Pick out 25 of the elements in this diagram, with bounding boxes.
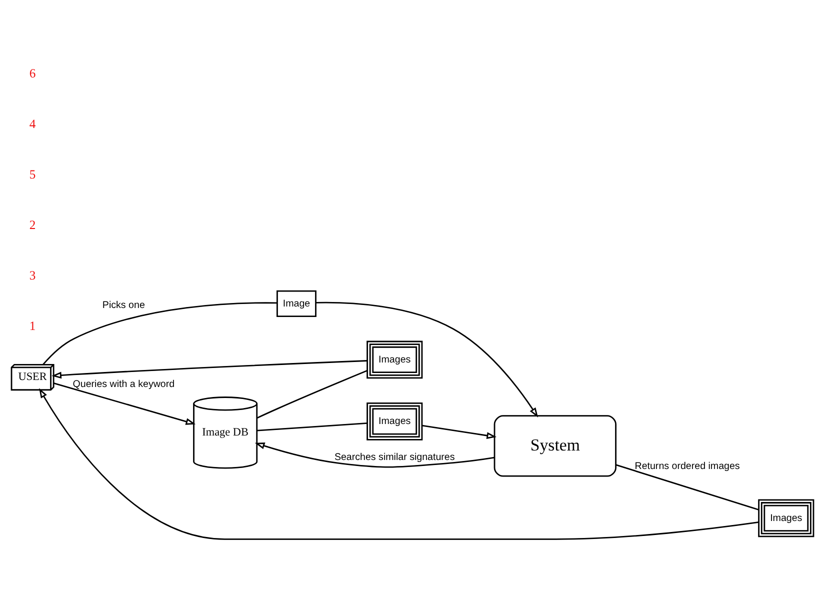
label: 2 [29,218,36,232]
node-box: Image [276,290,316,317]
connector [256,422,368,432]
arrow [422,424,497,439]
edge-label: Picks one [102,300,145,311]
node-box: Images [758,499,814,538]
connector [256,370,368,419]
edge-label: Searches similar signatures [334,452,455,464]
label: 6 [29,66,36,81]
arrow [39,388,759,540]
label: 4 [29,116,36,131]
node-box: Images [366,340,423,379]
arrow [254,442,494,468]
label: 5 [29,167,36,182]
arrow [52,360,368,379]
label: 1 [29,318,36,333]
connector [616,464,759,510]
arrow [54,382,196,425]
connector [42,302,278,366]
arrow [316,302,538,418]
node-box: Images [366,402,423,440]
label: 3 [29,268,36,282]
edge-label: Returns ordered images [634,461,740,472]
edge-label: Queries with a keyword [72,379,175,390]
node-box: System [494,415,616,477]
